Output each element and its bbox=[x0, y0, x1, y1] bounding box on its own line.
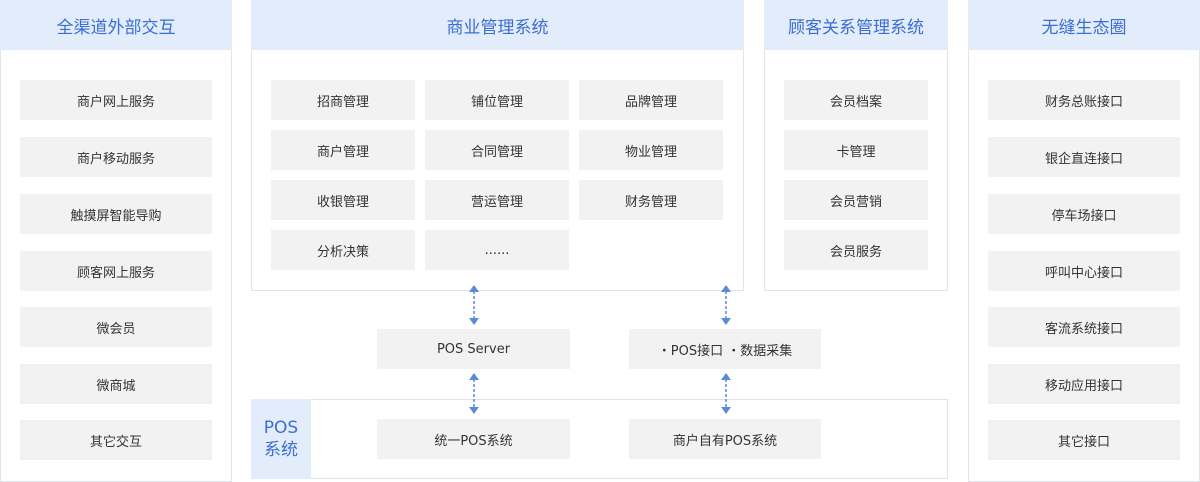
business-item[interactable]: 铺位管理 bbox=[425, 80, 569, 120]
channel-item[interactable]: 触摸屏智能导购 bbox=[20, 194, 212, 234]
merchant-pos-box[interactable]: 商户自有POS系统 bbox=[629, 419, 821, 459]
crm-title: 顾客关系管理系统 bbox=[764, 0, 948, 50]
channel-item[interactable]: 顾客网上服务 bbox=[20, 251, 212, 291]
business-item-more[interactable]: ...... bbox=[425, 230, 569, 270]
channel-item[interactable]: 微会员 bbox=[20, 307, 212, 347]
business-item[interactable]: 财务管理 bbox=[579, 180, 723, 220]
business-item[interactable]: 分析决策 bbox=[271, 230, 415, 270]
pos-system-panel bbox=[251, 399, 948, 479]
channel-item[interactable]: 其它交互 bbox=[20, 420, 212, 460]
pos-system-label: POS 系统 bbox=[251, 399, 311, 479]
pos-system-label-line2: 系统 bbox=[264, 440, 298, 460]
channels-panel bbox=[0, 0, 232, 482]
ecosystem-panel bbox=[968, 0, 1200, 482]
crm-item[interactable]: 会员营销 bbox=[784, 180, 928, 220]
business-item[interactable]: 营运管理 bbox=[425, 180, 569, 220]
business-title: 商业管理系统 bbox=[251, 0, 744, 50]
business-item[interactable]: 合同管理 bbox=[425, 130, 569, 170]
pos-server-box[interactable]: POS Server bbox=[377, 329, 570, 369]
pos-system-label-line1: POS bbox=[263, 418, 299, 438]
business-item[interactable]: 收银管理 bbox=[271, 180, 415, 220]
crm-item[interactable]: 会员服务 bbox=[784, 230, 928, 270]
double-arrow-icon bbox=[469, 285, 479, 325]
ecosystem-item[interactable]: 其它接口 bbox=[988, 420, 1180, 460]
channel-item[interactable]: 商户移动服务 bbox=[20, 137, 212, 177]
ecosystem-item[interactable]: 银企直连接口 bbox=[988, 137, 1180, 177]
ecosystem-item[interactable]: 呼叫中心接口 bbox=[988, 251, 1180, 291]
crm-item[interactable]: 卡管理 bbox=[784, 130, 928, 170]
unified-pos-box[interactable]: 统一POS系统 bbox=[377, 419, 570, 459]
ecosystem-title: 无缝生态圈 bbox=[968, 0, 1200, 50]
business-item[interactable]: 商户管理 bbox=[271, 130, 415, 170]
business-item[interactable]: 物业管理 bbox=[579, 130, 723, 170]
double-arrow-icon bbox=[469, 373, 479, 414]
ecosystem-item[interactable]: 财务总账接口 bbox=[988, 80, 1180, 120]
channel-item[interactable]: 微商城 bbox=[20, 364, 212, 404]
business-item[interactable]: 招商管理 bbox=[271, 80, 415, 120]
double-arrow-icon bbox=[721, 373, 731, 414]
ecosystem-item[interactable]: 停车场接口 bbox=[988, 194, 1180, 234]
ecosystem-item[interactable]: 移动应用接口 bbox=[988, 364, 1180, 404]
ecosystem-item[interactable]: 客流系统接口 bbox=[988, 307, 1180, 347]
business-item[interactable]: 品牌管理 bbox=[579, 80, 723, 120]
crm-item[interactable]: 会员档案 bbox=[784, 80, 928, 120]
double-arrow-icon bbox=[721, 285, 731, 325]
pos-interface-box[interactable]: ・POS接口 ・数据采集 bbox=[629, 329, 821, 369]
channel-item[interactable]: 商户网上服务 bbox=[20, 80, 212, 120]
channels-title: 全渠道外部交互 bbox=[0, 0, 232, 50]
